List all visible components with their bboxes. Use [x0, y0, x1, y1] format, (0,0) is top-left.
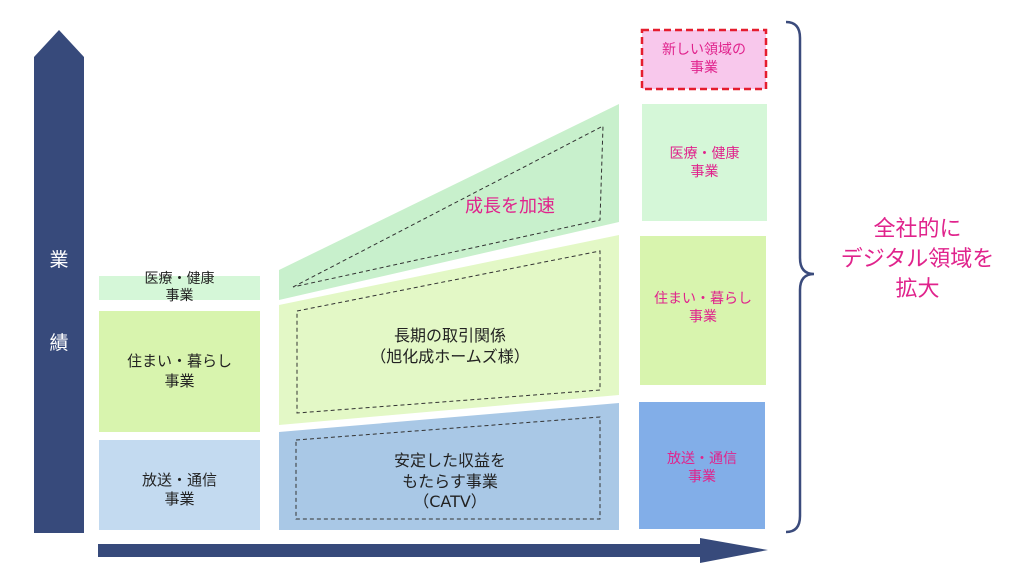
- stable-label: 安定した収益をもたらす事業（CATV）: [393, 450, 506, 512]
- right-new-domain-label: 新しい領域の事業: [662, 42, 746, 76]
- axis-label-char-2: 績: [49, 332, 69, 354]
- long-term-label: 長期の取引関係（旭化成ホームズ様）: [370, 326, 530, 366]
- left-housing-label: 住まい・暮らし事業: [126, 352, 232, 390]
- right-housing-box: [640, 236, 766, 385]
- right-medical-label: 医療・健康事業: [669, 145, 740, 180]
- middle-longterm-shape: [279, 235, 619, 425]
- middle-growth-shape: [279, 104, 619, 300]
- right-medical-box: [642, 104, 767, 221]
- left-medical-box: [99, 276, 260, 300]
- summary-brace: [785, 20, 815, 534]
- middle-longterm-dashed: [296, 250, 601, 414]
- right-broadcast-label: 放送・通信事業: [667, 450, 737, 485]
- vertical-axis-arrow: [34, 30, 84, 533]
- right-housing-label: 住まい・暮らし事業: [654, 290, 752, 325]
- right-new-domain-box: [640, 28, 768, 91]
- middle-stable-shape: [279, 403, 619, 530]
- right-broadcast-box: [639, 402, 765, 529]
- horizontal-axis-arrow: [98, 538, 768, 563]
- summary-text: 全社的にデジタル領域を拡大: [840, 217, 995, 302]
- left-broadcast-box: [99, 440, 260, 530]
- growth-label: 成長を加速: [465, 196, 555, 218]
- left-medical-label: 医療・健康事業: [144, 271, 215, 304]
- axis-label-char-1: 業: [49, 249, 69, 271]
- left-broadcast-label: 放送・通信事業: [141, 470, 217, 509]
- middle-stable-dashed: [295, 416, 601, 520]
- left-housing-box: [99, 311, 260, 432]
